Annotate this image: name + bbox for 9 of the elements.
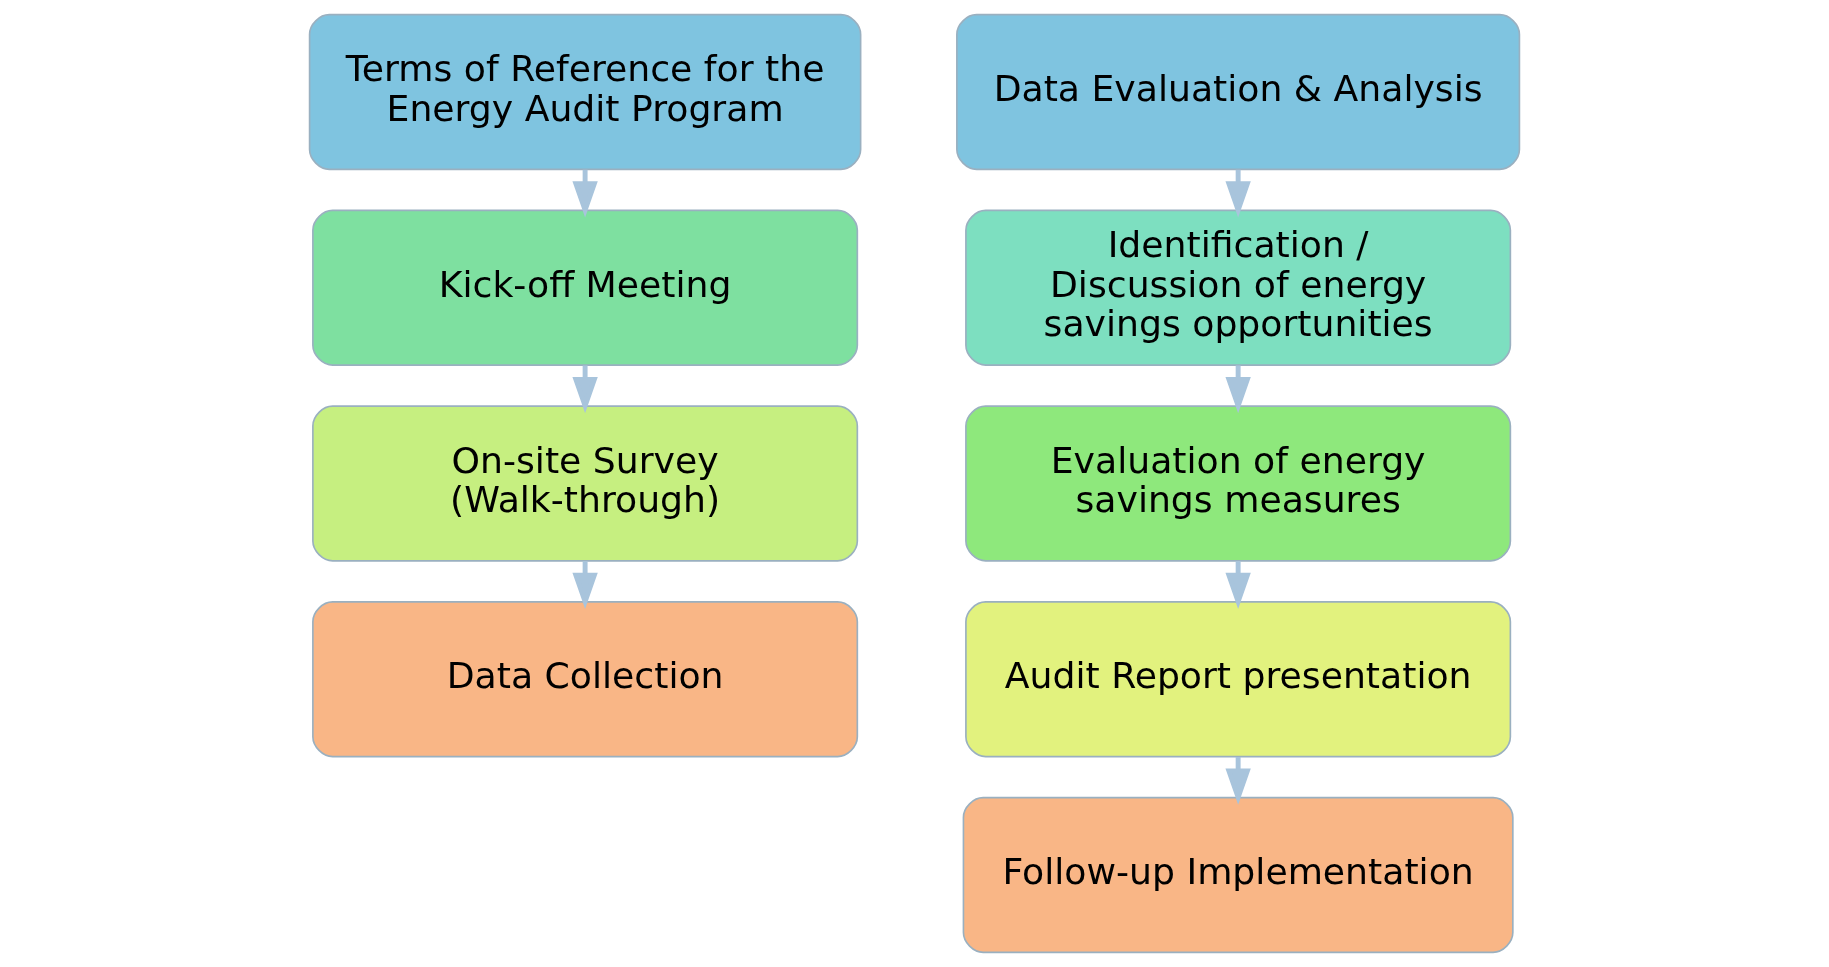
node-box: Kick-off Meeting: [312, 209, 859, 366]
node-box: Identification / Discussion of energy savings opportunities: [965, 209, 1512, 366]
node-box: Audit Report presentation: [965, 601, 1512, 758]
node-box: On-site Survey (Walk-through): [312, 405, 859, 562]
node-box: Terms of Reference for the Energy Audit Program: [308, 13, 862, 171]
node-box: Follow-up Implementation: [962, 796, 1514, 954]
node-box: Evaluation of energy savings measures: [965, 405, 1512, 562]
node-box: Data Collection: [312, 601, 859, 758]
node-box: Data Evaluation & Analysis: [956, 13, 1521, 171]
